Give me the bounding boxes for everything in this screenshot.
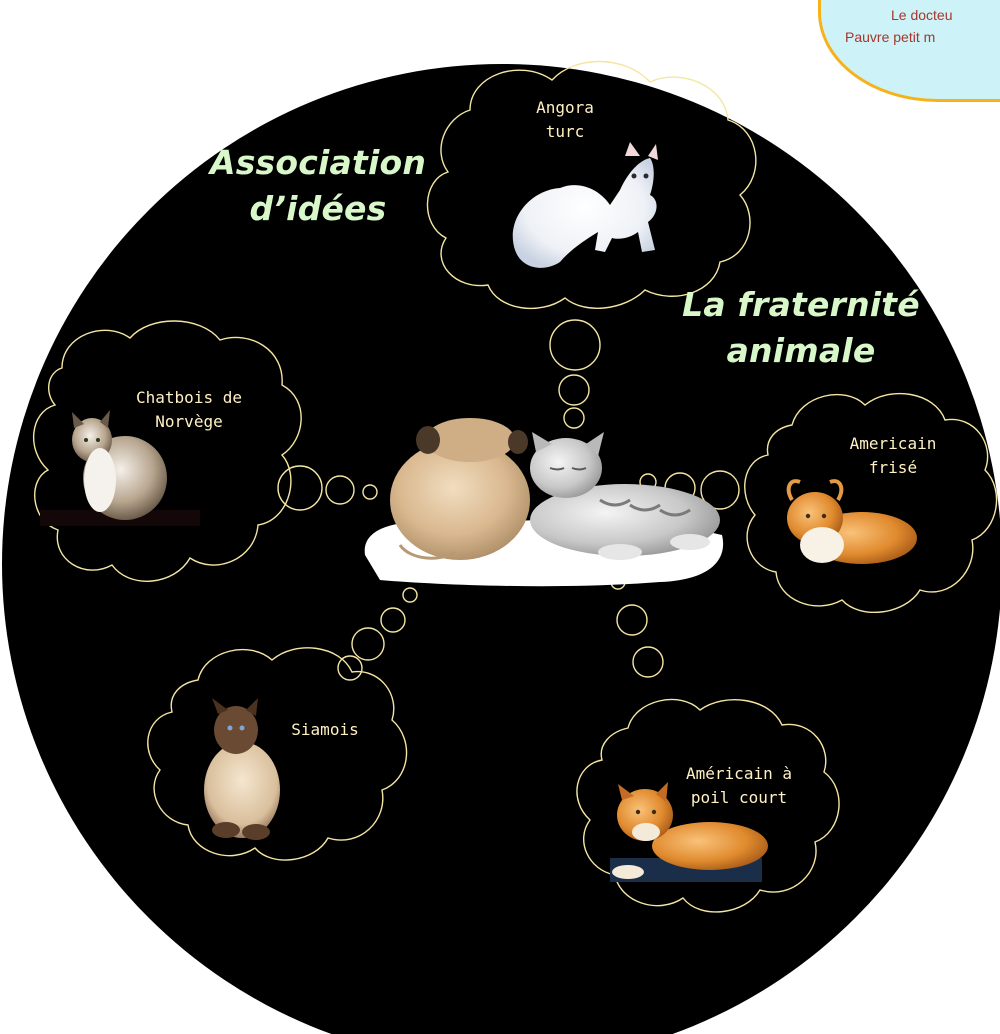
cloud-label-poil-court-line-2: poil court xyxy=(664,786,814,810)
headline-fraternite-line-2: animale xyxy=(666,328,936,374)
cloud-label-frise: Americain frisé xyxy=(828,432,958,480)
cloud-label-norvege-line-1: Chatbois de xyxy=(114,386,264,410)
headline-association-line-2: d’idées xyxy=(208,186,428,232)
bubble-text-line-2: Pauvre petit m xyxy=(845,29,1000,45)
cloud-label-frise-line-2: frisé xyxy=(828,456,958,480)
headline-association-line-1: Association xyxy=(208,140,428,186)
cloud-label-norvege: Chatbois de Norvège xyxy=(114,386,264,434)
headline-fraternite-line-1: La fraternité xyxy=(666,282,936,328)
headline-fraternite: La fraternité animale xyxy=(666,282,936,374)
bubble-text-line-1: Le docteu xyxy=(891,7,1000,23)
cloud-label-angora: Angora turc xyxy=(525,96,605,144)
cloud-label-angora-line-1: Angora xyxy=(525,96,605,120)
headline-association: Association d’idées xyxy=(208,140,428,232)
cloud-label-poil-court: Américain à poil court xyxy=(664,762,814,810)
cloud-label-norvege-line-2: Norvège xyxy=(114,410,264,434)
cloud-label-siamois-line-1: Siamois xyxy=(280,718,370,742)
cloud-label-angora-line-2: turc xyxy=(525,120,605,144)
cloud-label-siamois: Siamois xyxy=(280,718,370,742)
cloud-label-poil-court-line-1: Américain à xyxy=(664,762,814,786)
cloud-label-frise-line-1: Americain xyxy=(828,432,958,456)
